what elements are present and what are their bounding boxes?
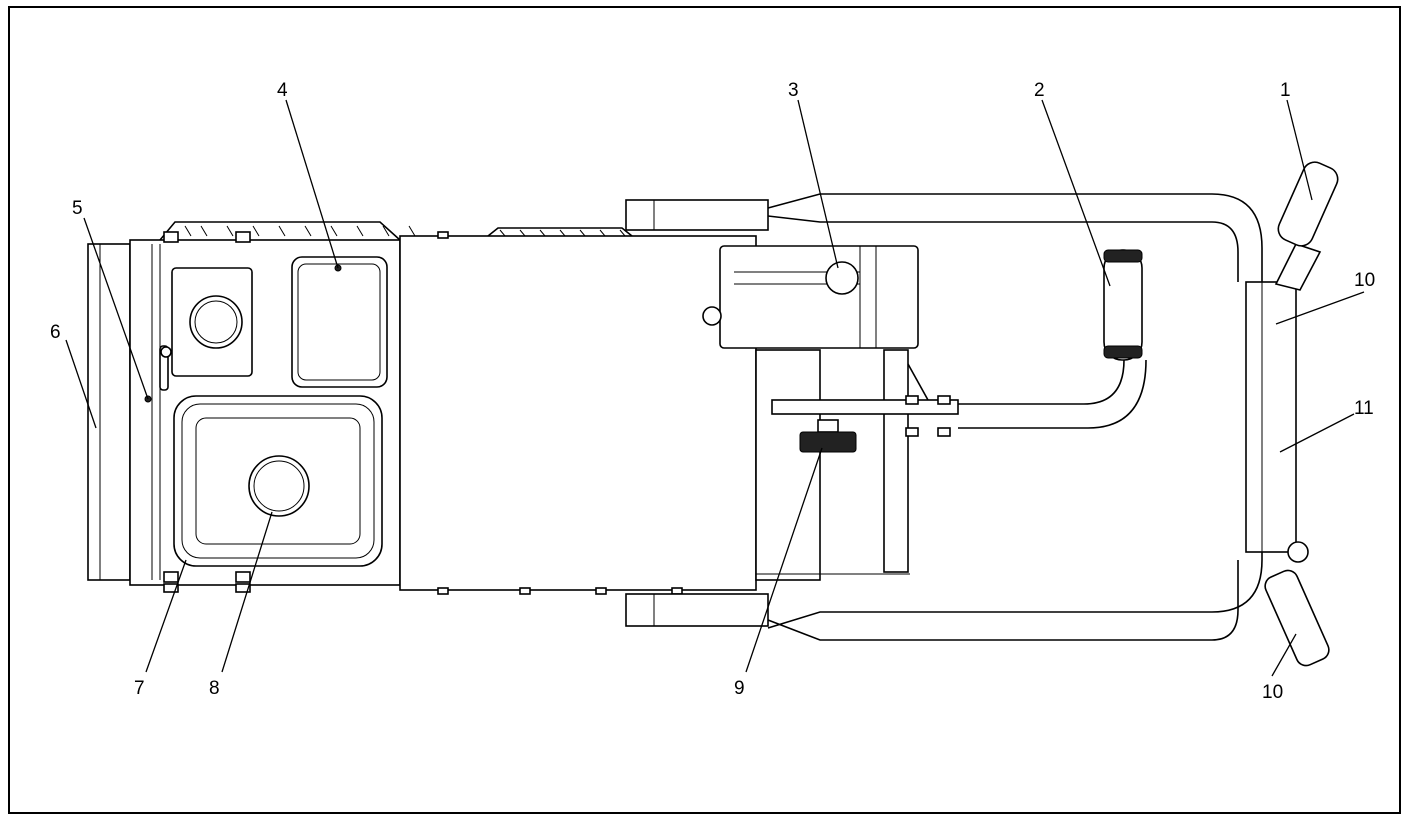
callout-11: 11: [1354, 398, 1374, 419]
leader-10a: [1275, 291, 1365, 325]
depth-adjust-knob: [799, 431, 857, 453]
callout-5: 5: [72, 198, 83, 219]
callout-7: 7: [134, 678, 145, 699]
lower-bracket: [625, 593, 769, 627]
upper-grip: [1277, 161, 1339, 247]
leader-11: [1279, 413, 1355, 453]
linkage-bar: [771, 399, 959, 415]
leader-4: [285, 99, 339, 269]
main-deck: [399, 199, 769, 627]
leader-lines: [65, 99, 1365, 677]
lower-grip: [1264, 569, 1330, 667]
leader-3: [797, 99, 839, 269]
leader-5: [83, 217, 149, 400]
upper-bracket: [625, 199, 769, 231]
leader-6: [65, 339, 97, 429]
handle-frame: [767, 161, 1339, 667]
speed-lever-knob: [825, 261, 859, 295]
control-handle-grip: [1103, 249, 1143, 361]
deck-cover: [399, 235, 757, 591]
leader-1: [1286, 99, 1313, 201]
air-filter-cover: [291, 256, 388, 388]
air-cleaner-cap: [189, 295, 243, 349]
leader-10b: [1271, 633, 1297, 677]
callout-8: 8: [209, 678, 220, 699]
callout-3: 3: [788, 80, 799, 101]
callout-2: 2: [1034, 80, 1045, 101]
callout-1: 1: [1280, 80, 1291, 101]
callout-10-upper: 10: [1354, 270, 1375, 291]
fuel-cap: [248, 455, 310, 517]
engine-mount-bolts: [163, 231, 251, 593]
leader-7: [145, 559, 187, 673]
callout-10-lower: 10: [1262, 682, 1283, 703]
gearbox: [719, 245, 919, 349]
callout-labels: 1 2 3 4 5 6 7 8 9 10 10 11: [50, 80, 1375, 703]
engine-assembly: [87, 221, 416, 593]
bearing-housing: [755, 349, 821, 581]
callout-4: 4: [277, 80, 288, 101]
leader-9: [745, 447, 823, 673]
callout-9: 9: [734, 678, 745, 699]
leader-2: [1041, 99, 1111, 287]
upper-grip-mount: [1274, 243, 1322, 291]
callout-6: 6: [50, 322, 61, 343]
bearing-post: [883, 349, 909, 573]
control-housing: [702, 245, 959, 581]
diagram-frame: [8, 6, 1401, 814]
leader-8: [221, 511, 273, 673]
handle-crossbar: [1245, 281, 1297, 553]
rear-plate: [87, 243, 131, 581]
